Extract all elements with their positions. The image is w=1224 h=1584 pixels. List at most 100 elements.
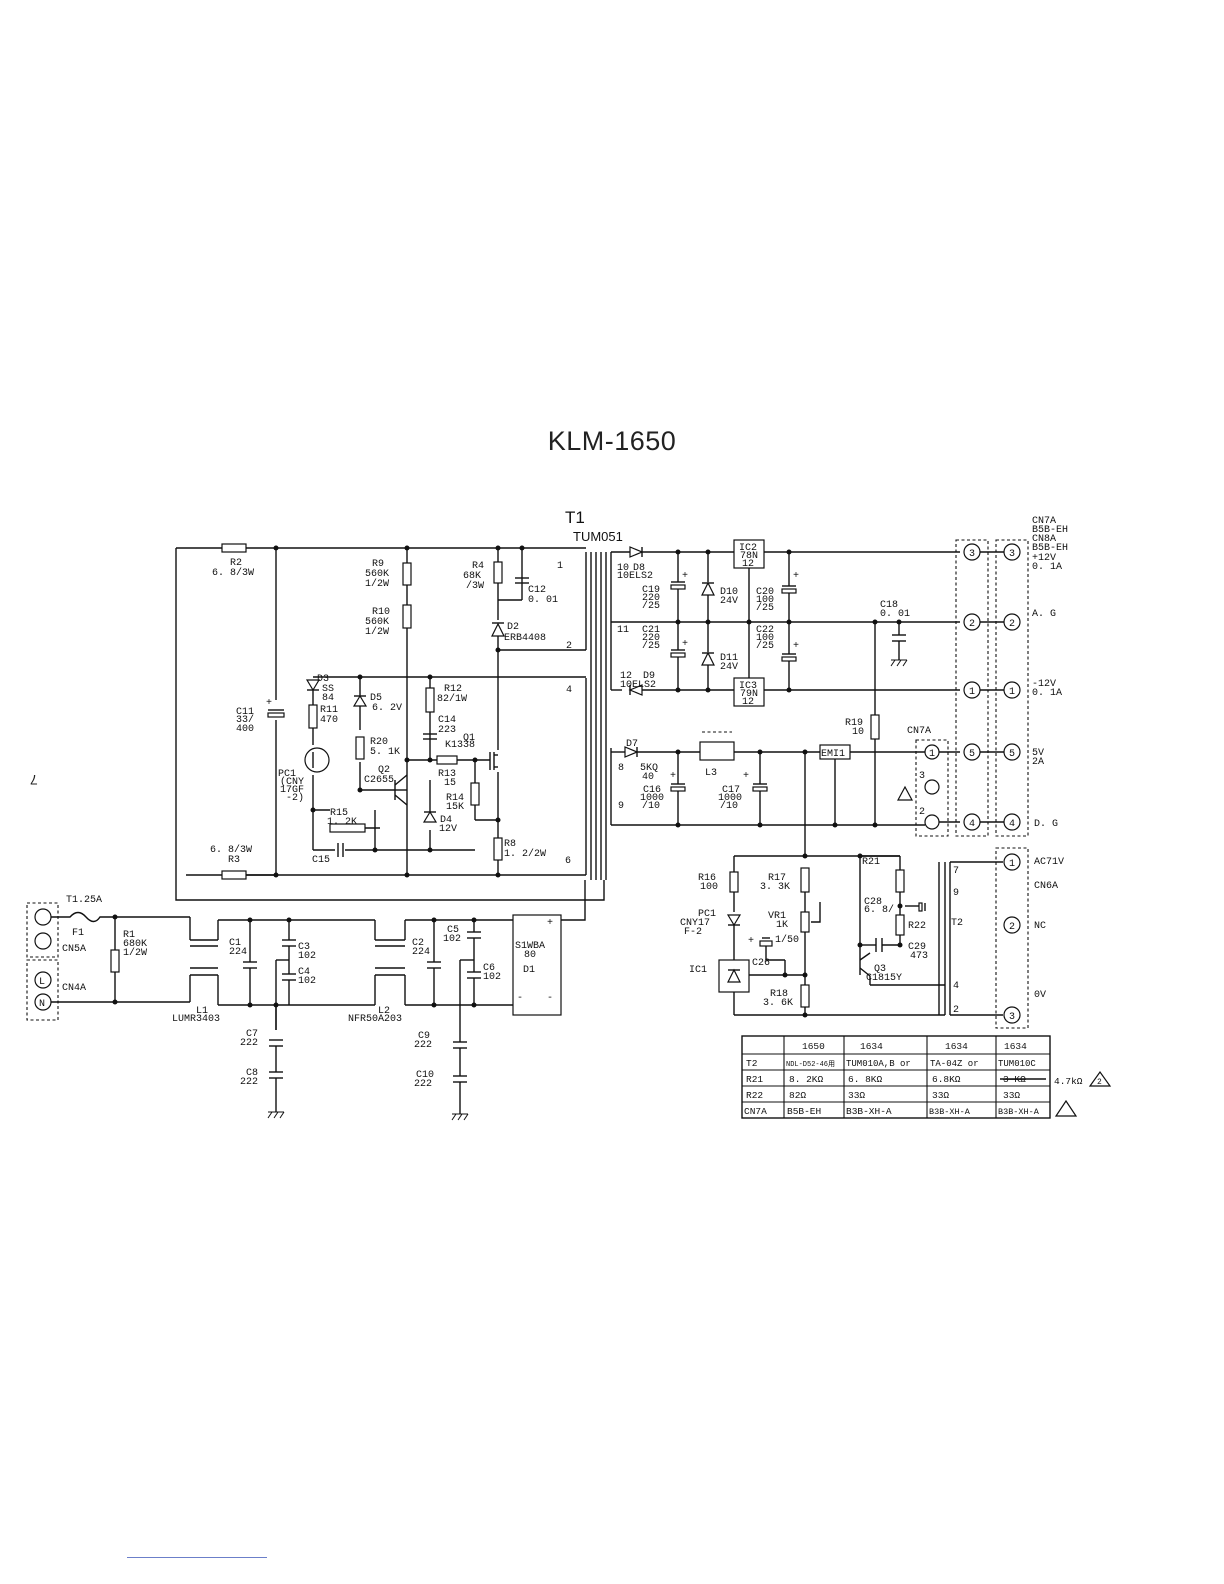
c16-value1: 1000 [640, 793, 664, 804]
r10-label: R10 [372, 607, 390, 618]
q2-value: C2655 [364, 775, 394, 786]
cn7a-pin-1-text: 1 [969, 687, 975, 698]
c7-value: 222 [240, 1038, 258, 1049]
c29-label: C29 [908, 942, 926, 953]
c26-label: C26 [752, 958, 770, 969]
table-cell-cn7a: CN7A [744, 1106, 767, 1117]
d3-value1: SS [322, 684, 334, 695]
c28-value: 6. 8/ [864, 904, 894, 916]
t1-pin-6: 6 [565, 856, 571, 867]
r21-note: 4.7kΩ [1054, 1076, 1083, 1087]
c19-value2: /25 [642, 600, 660, 612]
c20-value2: /25 [756, 602, 774, 614]
table-cell-t2: T2 [746, 1058, 758, 1069]
ic2-label: IC2 [739, 543, 757, 554]
warning-mark-2: 2 [1097, 1078, 1102, 1087]
c6-value: 102 [483, 972, 501, 983]
bridge-rectifier-d1 [512, 914, 562, 1016]
variants-table: 1650 1634 1634 1634 T2 NDL-D52-46用 TUM01… [741, 1035, 1112, 1119]
table-cell-r22-1650: 82Ω [789, 1090, 806, 1101]
c16-value2: /10 [642, 800, 660, 812]
table-cell-t2-1634a: TUM010A,B or [846, 1059, 911, 1069]
cn8a-pin-3-text: 3 [1009, 549, 1015, 560]
r3-label: R3 [228, 855, 240, 866]
pc1-value3: -2) [286, 792, 304, 804]
emi1-label: EMI1 [821, 749, 845, 760]
table-cell-cn7a-1634a: B3B-XH-A [846, 1106, 892, 1117]
r18-value: 3. 6K [763, 998, 793, 1009]
capacitor-c21 [670, 652, 686, 658]
cn6a-pin-3-text: 3 [1009, 1012, 1015, 1023]
r3-value: 6. 8/3W [210, 844, 252, 856]
d5-value: 6. 2V [372, 703, 402, 714]
r19-label: R19 [845, 718, 863, 729]
c6-label: C6 [483, 963, 495, 974]
l2-label: L2 [378, 1006, 390, 1017]
table-cell-cn7a-1650: B5B-EH [787, 1106, 821, 1117]
table-cell-r22-1634c: 33Ω [1003, 1090, 1020, 1101]
cn-header-2: B5B-EH [1032, 525, 1068, 536]
cn6a-pin-3 [1003, 1006, 1021, 1024]
q3-value: C1815Y [866, 973, 902, 984]
capacitor-c20 [781, 588, 797, 594]
cn6a-pin-2-text: 2 [1009, 922, 1015, 933]
f1-label: F1 [72, 928, 84, 939]
capacitor-c19 [670, 584, 686, 590]
out-ag-label: A. G [1032, 609, 1056, 620]
r10-value: 560K [365, 617, 389, 628]
resistor-r20 [355, 736, 365, 760]
ic1-symbol [727, 968, 741, 983]
d11-label: D11 [720, 653, 738, 664]
r16-label: R16 [698, 873, 716, 884]
d1-plus: + [547, 918, 553, 929]
r12-value: 82/1W [437, 693, 467, 705]
d2-label: D2 [507, 622, 519, 633]
c7-label: C7 [246, 1029, 258, 1040]
cn6a-0v: 0V [1034, 990, 1046, 1001]
d8-value: 10ELS2 [617, 571, 653, 582]
c11-label: C11 [236, 707, 254, 718]
r12-label: R12 [444, 684, 462, 695]
r9-label: R9 [372, 559, 384, 570]
r2-value: 6. 8/3W [212, 567, 254, 579]
d4-value: 12V [439, 824, 457, 835]
r1-label: R1 [123, 930, 135, 941]
c20-label: C20 [756, 587, 774, 598]
output-connectors: CN7A B5B-EH CN8A B5B-EH 3 3 +12V 0. 1A 2… [955, 516, 1068, 1029]
table-cell-r21-1650: 8. 2KΩ [789, 1074, 824, 1085]
t1-pin-9: 9 [618, 801, 624, 812]
resistor-r12 [425, 687, 435, 713]
c11-value2: 400 [236, 724, 254, 735]
r11-label: R11 [320, 705, 338, 716]
pc1b-value1: CNY17 [680, 918, 710, 929]
c21-plus: + [682, 639, 688, 650]
cn5a-pin-1 [34, 908, 52, 926]
l1-value: LUMR3403 [172, 1014, 220, 1025]
r1-value: 680K [123, 939, 147, 950]
resistor-r19 [870, 714, 880, 740]
cn7a-local-pin-3 [924, 779, 940, 795]
c17-label: C17 [722, 785, 740, 796]
fuse-rating: T1.25A [66, 895, 102, 906]
table-cell-r22: R22 [746, 1090, 763, 1101]
c1-value: 224 [229, 947, 247, 958]
r19-value: 10 [852, 727, 864, 738]
r18-label: R18 [770, 989, 788, 1000]
secondary-12v: 10 D8 10ELS2 IC2 78N 12 11 12 D9 10ELS2 … [611, 539, 960, 708]
r20-value: 5. 1K [370, 747, 400, 758]
r16-value: 100 [700, 882, 718, 893]
c22-plus: + [793, 641, 799, 652]
out-minus12v-label: -12V [1032, 679, 1056, 690]
l2-value: NFR50A203 [348, 1014, 402, 1025]
resistor-r4 [493, 561, 503, 584]
table-header-1634c: 1634 [1004, 1041, 1027, 1052]
c10-value: 222 [414, 1079, 432, 1090]
c15-label: C15 [312, 855, 330, 866]
c9-value: 222 [414, 1040, 432, 1051]
c2-label: C2 [412, 938, 424, 949]
cn8a-pin-1-text: 1 [1009, 687, 1015, 698]
ic3-value1: 79N [740, 689, 758, 700]
resistor-r13 [436, 755, 458, 765]
table-cell-t2-1650: NDL-D52-46用 [786, 1060, 835, 1069]
c26-plus: + [748, 936, 754, 947]
